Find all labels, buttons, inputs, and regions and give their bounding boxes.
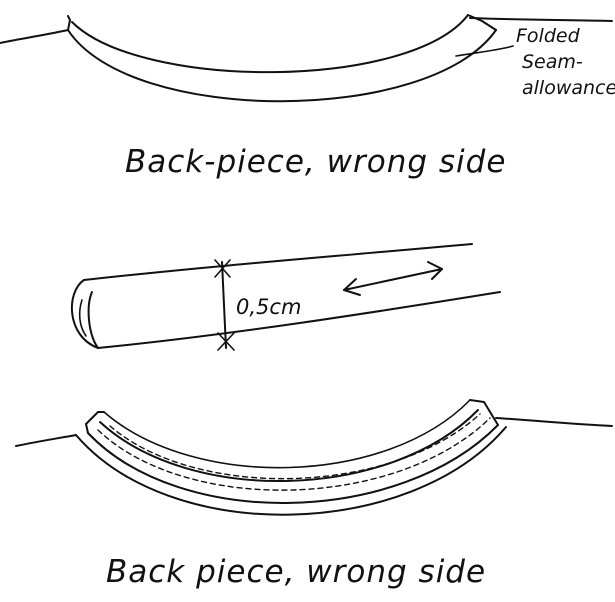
- grain-arrow-head-left: [343, 278, 361, 296]
- fabric-edge-left: [0, 29, 69, 44]
- note-line-2: Seam-: [522, 51, 583, 73]
- facing-right-end: [469, 399, 499, 426]
- note-folded-seam-allowance: Folded Seam- allowance: [516, 25, 615, 99]
- facing-inner-edge: [99, 409, 479, 482]
- strip-top-edge: [83, 243, 473, 281]
- width-tick-bottom: [217, 332, 235, 351]
- figure-2-strip: 0,5cm: [70, 243, 501, 351]
- neckline-inner-curve: [71, 14, 469, 74]
- strip-bottom-edge: [97, 291, 501, 349]
- strip-end-fold: [87, 291, 99, 349]
- seam-allowance-edge: [67, 15, 71, 31]
- caption-figure-3: Back piece, wrong side: [106, 554, 486, 590]
- grain-arrow-line: [343, 268, 443, 291]
- facing-outer-edge: [87, 424, 499, 504]
- note-line-3: allowance: [522, 77, 615, 99]
- fabric-edge-right: [469, 17, 613, 22]
- note-leader-line: [455, 45, 514, 57]
- width-measurement-label: 0,5cm: [236, 295, 301, 319]
- neckline-outer-curve: [67, 29, 497, 103]
- figure-3-neckline: Back piece, wrong side: [15, 399, 613, 590]
- strip-end-outer: [70, 279, 99, 349]
- stitch-line-lower: [109, 413, 481, 480]
- neckline-outer-curve-lower: [75, 426, 507, 516]
- width-tick-top: [214, 259, 231, 278]
- caption-figure-1: Back-piece, wrong side: [125, 144, 506, 180]
- note-line-1: Folded: [516, 25, 581, 47]
- fabric-edge-left-lower: [15, 434, 77, 447]
- width-marker-line: [221, 261, 227, 349]
- grain-arrow-head-right: [427, 261, 443, 280]
- facing-left-end: [85, 411, 105, 434]
- strip-end-curl: [78, 299, 87, 337]
- fabric-edge-right-lower: [495, 417, 613, 427]
- neckline-right-tip: [467, 14, 497, 31]
- facing-inner-top-edge: [103, 399, 471, 469]
- figure-1-neckline: Folded Seam- allowance Back-piece, wrong…: [0, 14, 615, 180]
- stitch-line-upper: [97, 417, 491, 491]
